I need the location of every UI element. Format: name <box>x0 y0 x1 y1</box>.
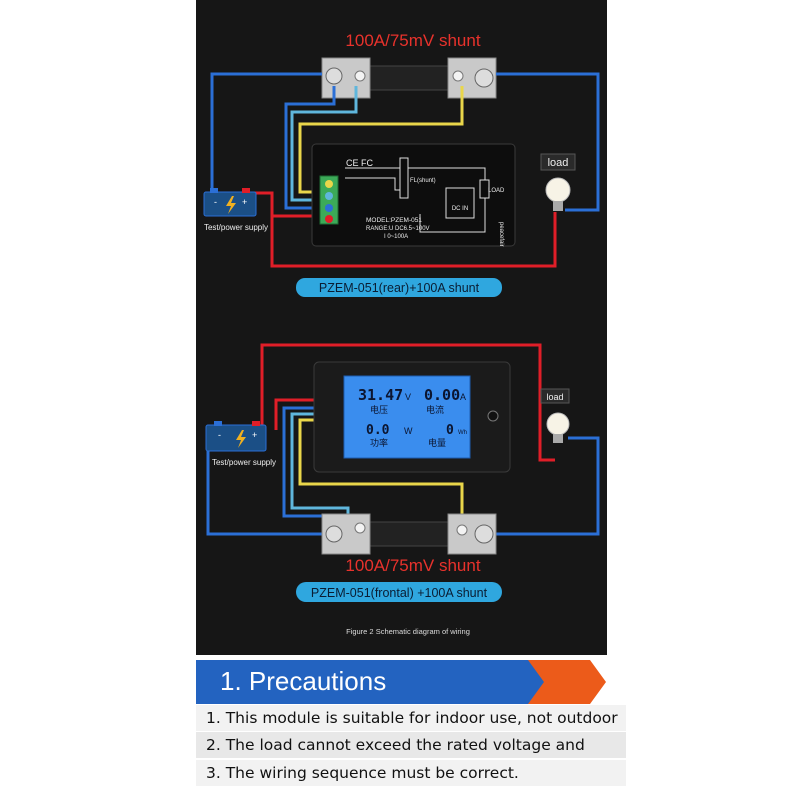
terminal-screw-icon <box>325 215 333 223</box>
load-text: LOAD <box>488 188 505 194</box>
battery-icon: - + <box>205 421 267 452</box>
energy-cn: 电量 <box>428 437 446 449</box>
caption-rear: PZEM-051(rear)+100A shunt <box>319 281 480 295</box>
banner-blue-arrow <box>196 660 546 704</box>
model-text: MODEL:PZEM-051 <box>366 217 422 224</box>
screw-icon <box>452 70 464 82</box>
power-unit: W <box>404 426 413 436</box>
terminal-screw-icon <box>325 204 333 212</box>
svg-text:-: - <box>218 430 221 440</box>
diagram-rear: 100A/75mV shunt <box>203 31 600 297</box>
supply-label: Test/power supply <box>204 223 268 232</box>
shunt-text: FL(shunt) <box>410 178 436 184</box>
caption-frontal-pill <box>296 582 502 602</box>
terminal-screw-icon <box>325 192 333 200</box>
banner-orange-chevron <box>528 660 606 704</box>
svg-text:-: - <box>214 197 217 207</box>
precaution-item: 1. This module is suitable for indoor us… <box>196 705 626 753</box>
shunt-bar-bottom <box>367 521 449 547</box>
bulb-icon <box>546 412 570 443</box>
supply-label-2: Test/power supply <box>212 458 276 467</box>
power-cn: 功率 <box>370 437 388 449</box>
bolt-icon <box>325 67 343 85</box>
svg-text:+: + <box>252 430 257 440</box>
battery-icon: - + <box>203 188 257 217</box>
load-label: load <box>548 157 569 169</box>
caption-frontal: PZEM-051(frontal) +100A shunt <box>311 586 488 600</box>
svg-text:+: + <box>242 197 247 207</box>
wires-rear <box>210 72 600 268</box>
voltage-unit: V <box>405 392 411 402</box>
screw-icon <box>354 70 366 82</box>
shunt-bar-top <box>367 65 449 91</box>
precautions-title: 1. Precautions <box>220 666 387 696</box>
diagram-frontal: 31.47 V 电压 0.00 A 电流 0.0 W 功率 0 Wh 电量 - … <box>205 343 600 602</box>
lcd-screen <box>343 375 471 459</box>
bolt-icon <box>325 525 343 543</box>
screw-icon <box>354 522 366 534</box>
current-unit: A <box>460 392 466 402</box>
shunt-label-top: 100A/75mV shunt <box>345 31 480 50</box>
reset-button-icon <box>487 410 499 422</box>
meter-rear-body <box>311 143 516 247</box>
rear-schematic <box>345 157 490 233</box>
shunt-label-bottom: 100A/75mV shunt <box>345 556 480 575</box>
bolt-icon <box>474 68 494 88</box>
voltage-value: 31.47 <box>358 386 403 404</box>
range-u-text: RANGE:U DC6.5~100V <box>366 226 430 232</box>
terminal-screw-icon <box>325 180 333 188</box>
bolt-icon <box>474 524 494 544</box>
dcin-text: DC IN <box>452 206 468 212</box>
voltage-cn: 电压 <box>370 404 388 416</box>
brand-text: peacefair <box>498 222 504 247</box>
load-label-box-2 <box>540 388 570 404</box>
power-value: 0.0 <box>366 423 390 438</box>
caption-rear-pill <box>296 278 502 297</box>
precaution-item: 3. The wiring sequence must be correct. <box>196 760 626 786</box>
precaution-item: 2. The load cannot exceed the rated volt… <box>196 732 626 780</box>
energy-value: 0 <box>446 423 454 438</box>
bulb-icon <box>545 177 571 211</box>
current-cn: 电流 <box>426 404 444 416</box>
load-label-2: load <box>546 392 563 402</box>
current-value: 0.00 <box>424 386 460 404</box>
energy-unit: Wh <box>458 430 467 436</box>
cert-marks: CE FC <box>346 158 374 168</box>
load-label-box <box>540 153 576 171</box>
range-i-text: I 0~100A <box>384 234 408 240</box>
screw-icon <box>456 524 468 536</box>
figure-caption: Figure 2 Schematic diagram of wiring <box>346 627 470 636</box>
